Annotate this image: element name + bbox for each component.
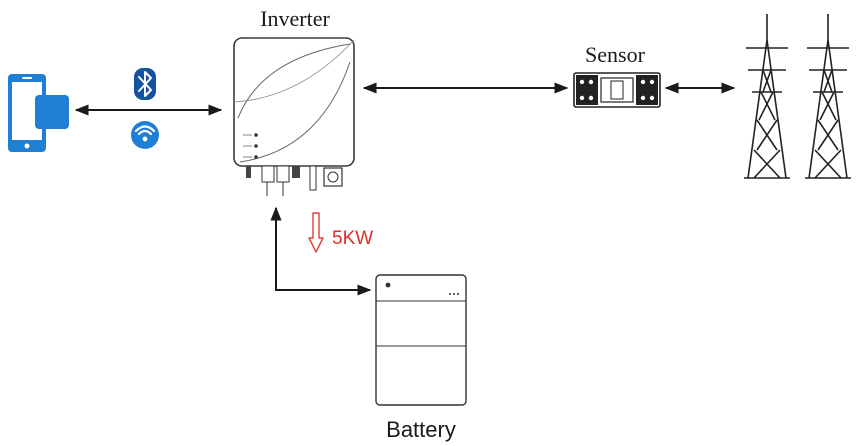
inverter-device-icon — [234, 38, 354, 196]
wifi-icon — [131, 121, 159, 149]
power-label: 5KW — [332, 228, 373, 249]
sensor-label: Sensor — [585, 42, 646, 67]
battery-stack-icon — [376, 275, 466, 405]
power-tower-icon — [744, 14, 851, 178]
energy-meter-icon — [574, 73, 660, 107]
bluetooth-icon — [134, 68, 156, 100]
battery-label: Battery — [386, 417, 456, 442]
inverter-battery-arrow — [276, 208, 370, 290]
inverter-label: Inverter — [260, 6, 330, 31]
smartphone-icon — [8, 74, 69, 152]
power-flow-arrow — [309, 213, 323, 252]
